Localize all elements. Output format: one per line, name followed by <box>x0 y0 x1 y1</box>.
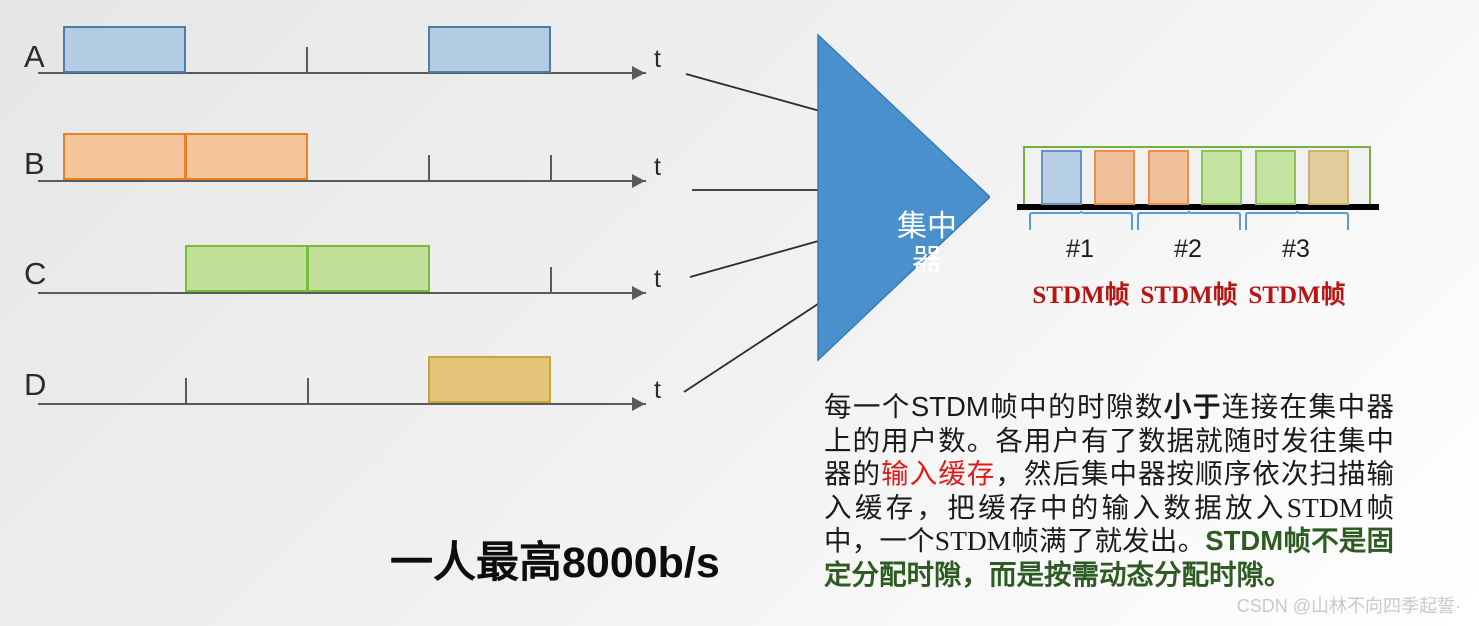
timeline-a-bar <box>63 26 186 73</box>
timeline-c-tick <box>550 267 552 293</box>
paragraph-seg-3: 连接在集中器上的用户数。各用户有了数据就随时发往集中器的 <box>824 391 1395 489</box>
timeline-b-arrow-icon <box>632 174 645 188</box>
explanation-paragraph: 每一个STDM帧中的时隙数小于连接在集中器上的用户数。各用户有了数据就随时发往集… <box>824 390 1394 591</box>
paragraph-seg-emphasis: 小于 <box>1163 391 1222 422</box>
stdm-frame-number: #3 <box>1282 235 1310 263</box>
timeline-c-axis-label: t <box>654 265 661 293</box>
concentrator-label: 集中器 <box>897 210 957 277</box>
timeline-b-tick <box>428 155 430 181</box>
stdm-frame-caption: STDM帧 <box>1248 282 1346 309</box>
timeline-b-tick <box>550 155 552 181</box>
timeline-a-label: A <box>24 39 45 74</box>
timeline-a-bar <box>428 26 551 73</box>
stdm-frame-number: #2 <box>1174 235 1202 263</box>
stdm-strip-baseline <box>1017 204 1379 210</box>
timeline-b-label: B <box>24 146 45 181</box>
stdm-slot <box>1308 150 1349 205</box>
stdm-slot <box>1094 150 1135 205</box>
stdm-frame-caption: STDM帧 <box>1032 282 1130 309</box>
timeline-d-tick <box>307 378 309 404</box>
timeline-a-tick <box>306 47 308 73</box>
timeline-c-label: C <box>24 256 47 291</box>
stdm-frame-braces <box>1029 210 1349 230</box>
timeline-d-label: D <box>24 367 47 402</box>
timeline-d-bar <box>428 356 551 403</box>
timeline-c-bar <box>307 245 430 292</box>
bottom-caption: 一人最高8000b/s <box>390 528 720 590</box>
timeline-b-bar <box>63 133 186 180</box>
stdm-slot <box>1201 150 1242 205</box>
watermark: CSDN @山林不向四季起誓· <box>1236 596 1461 616</box>
stdm-frame-caption: STDM帧 <box>1140 282 1238 309</box>
timeline-d-axis-label: t <box>654 376 661 404</box>
timeline-c-bar <box>185 245 308 292</box>
bottom-caption-rate: 8000b/s <box>562 539 720 587</box>
timeline-b-axis <box>38 180 646 182</box>
paragraph-seg-5: ，然后集中器按顺序依次扫描输入缓存，把缓存中的输入数据放入STDM帧中，一个ST… <box>824 458 1395 556</box>
bottom-caption-cjk: 一人最高 <box>390 540 562 587</box>
timeline-c-axis <box>38 292 646 294</box>
stdm-frame-number: #1 <box>1066 235 1094 263</box>
paragraph-seg-green: STDM帧不是固定分配时隙，而是按需动态分配时隙。 <box>824 525 1394 590</box>
stdm-slot <box>1041 150 1082 205</box>
timeline-d-tick <box>185 378 187 404</box>
paragraph-seg-red: 输入缓存 <box>881 458 996 489</box>
timeline-a-arrow-icon <box>632 66 645 80</box>
timeline-b-axis-label: t <box>654 153 661 181</box>
timeline-d-axis <box>38 403 646 405</box>
timeline-c-arrow-icon <box>632 286 645 300</box>
timeline-b-bar <box>185 133 308 180</box>
stdm-slot <box>1148 150 1189 205</box>
paragraph-seg-1: 每一个STDM帧中的时隙数 <box>824 391 1164 422</box>
timeline-d-arrow-icon <box>632 397 645 411</box>
stdm-slot <box>1255 150 1296 205</box>
timeline-a-axis <box>38 72 646 74</box>
concentrator-triangle-icon <box>817 33 992 362</box>
timeline-a-axis-label: t <box>654 45 661 73</box>
concentrator[interactable]: 集中器 <box>800 25 992 370</box>
